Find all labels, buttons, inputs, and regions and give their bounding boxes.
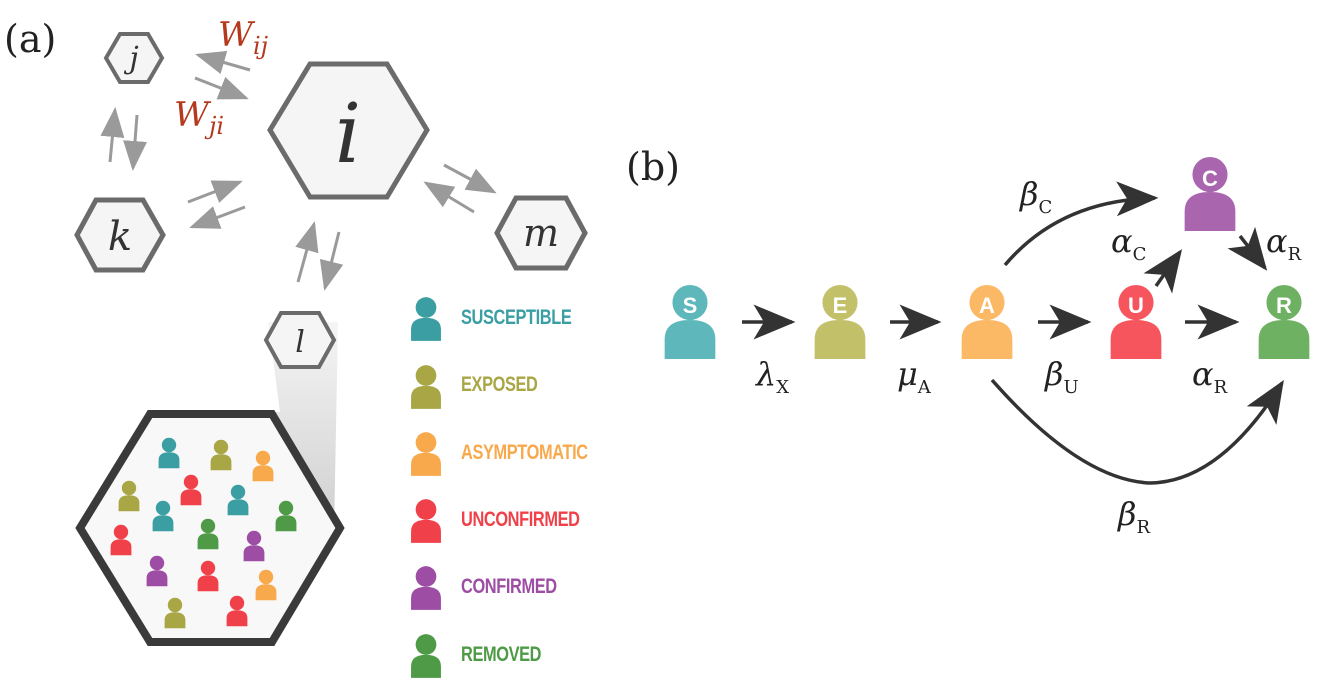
legend-icons (411, 297, 441, 678)
rate-mu-a: μA (897, 355, 932, 398)
legend-label-asymptomatic: ASYMPTOMATIC (461, 441, 588, 464)
rate-lambda-x: λX (754, 355, 789, 398)
weight-w-ji: Wji (174, 95, 224, 140)
rate-beta-u: βU (1044, 355, 1079, 398)
node-i: i (267, 61, 430, 200)
rate-alpha-r-bottom: αR (1192, 355, 1228, 398)
legend-icon-confirmed (411, 566, 441, 610)
compartment-a: A (961, 284, 1013, 360)
legend-label-removed: REMOVED (461, 643, 542, 666)
rate-beta-c: βC (1019, 175, 1052, 218)
compartment-u: U (1110, 284, 1162, 360)
svg-text:C: C (1202, 166, 1218, 191)
svg-text:l: l (295, 325, 305, 360)
compartment-s: S (664, 284, 716, 360)
svg-text:m: m (523, 211, 559, 255)
rate-alpha-r-top: αR (1266, 222, 1302, 265)
compartment-c: C (1184, 156, 1236, 232)
panel-b-label: (b) (626, 145, 680, 189)
legend-label-susceptible: SUSCEPTIBLE (461, 306, 572, 329)
panel-a-label: (a) (4, 17, 56, 61)
svg-text:A: A (979, 293, 995, 318)
svg-text:S: S (683, 293, 698, 318)
legend-icon-removed (411, 634, 441, 678)
legend-icon-unconfirmed (411, 499, 441, 543)
svg-text:U: U (1128, 293, 1144, 318)
legend-icon-asymptomatic (411, 432, 441, 476)
legend-icon-susceptible (411, 297, 441, 341)
svg-text:E: E (833, 293, 848, 318)
svg-text:R: R (1276, 293, 1292, 318)
node-m: m (494, 195, 588, 271)
compartment-r: R (1258, 284, 1310, 360)
node-l: l (263, 311, 337, 369)
legend-icon-exposed (411, 365, 441, 409)
node-k: k (74, 197, 166, 273)
transition-arrows (742, 181, 1284, 485)
node-j: j (103, 32, 165, 84)
mobility-arrows (100, 50, 497, 291)
legend-label-exposed: EXPOSED (461, 373, 538, 396)
svg-text:k: k (108, 214, 132, 260)
weight-w-ij: Wij (218, 15, 269, 60)
rate-alpha-c: αC (1111, 222, 1146, 265)
compartment-e: E (814, 284, 866, 360)
svg-text:i: i (335, 87, 361, 182)
rate-beta-r: βR (1117, 495, 1151, 538)
legend-label-unconfirmed: UNCONFIRMED (461, 508, 580, 531)
legend-label-confirmed: CONFIRMED (461, 575, 557, 598)
